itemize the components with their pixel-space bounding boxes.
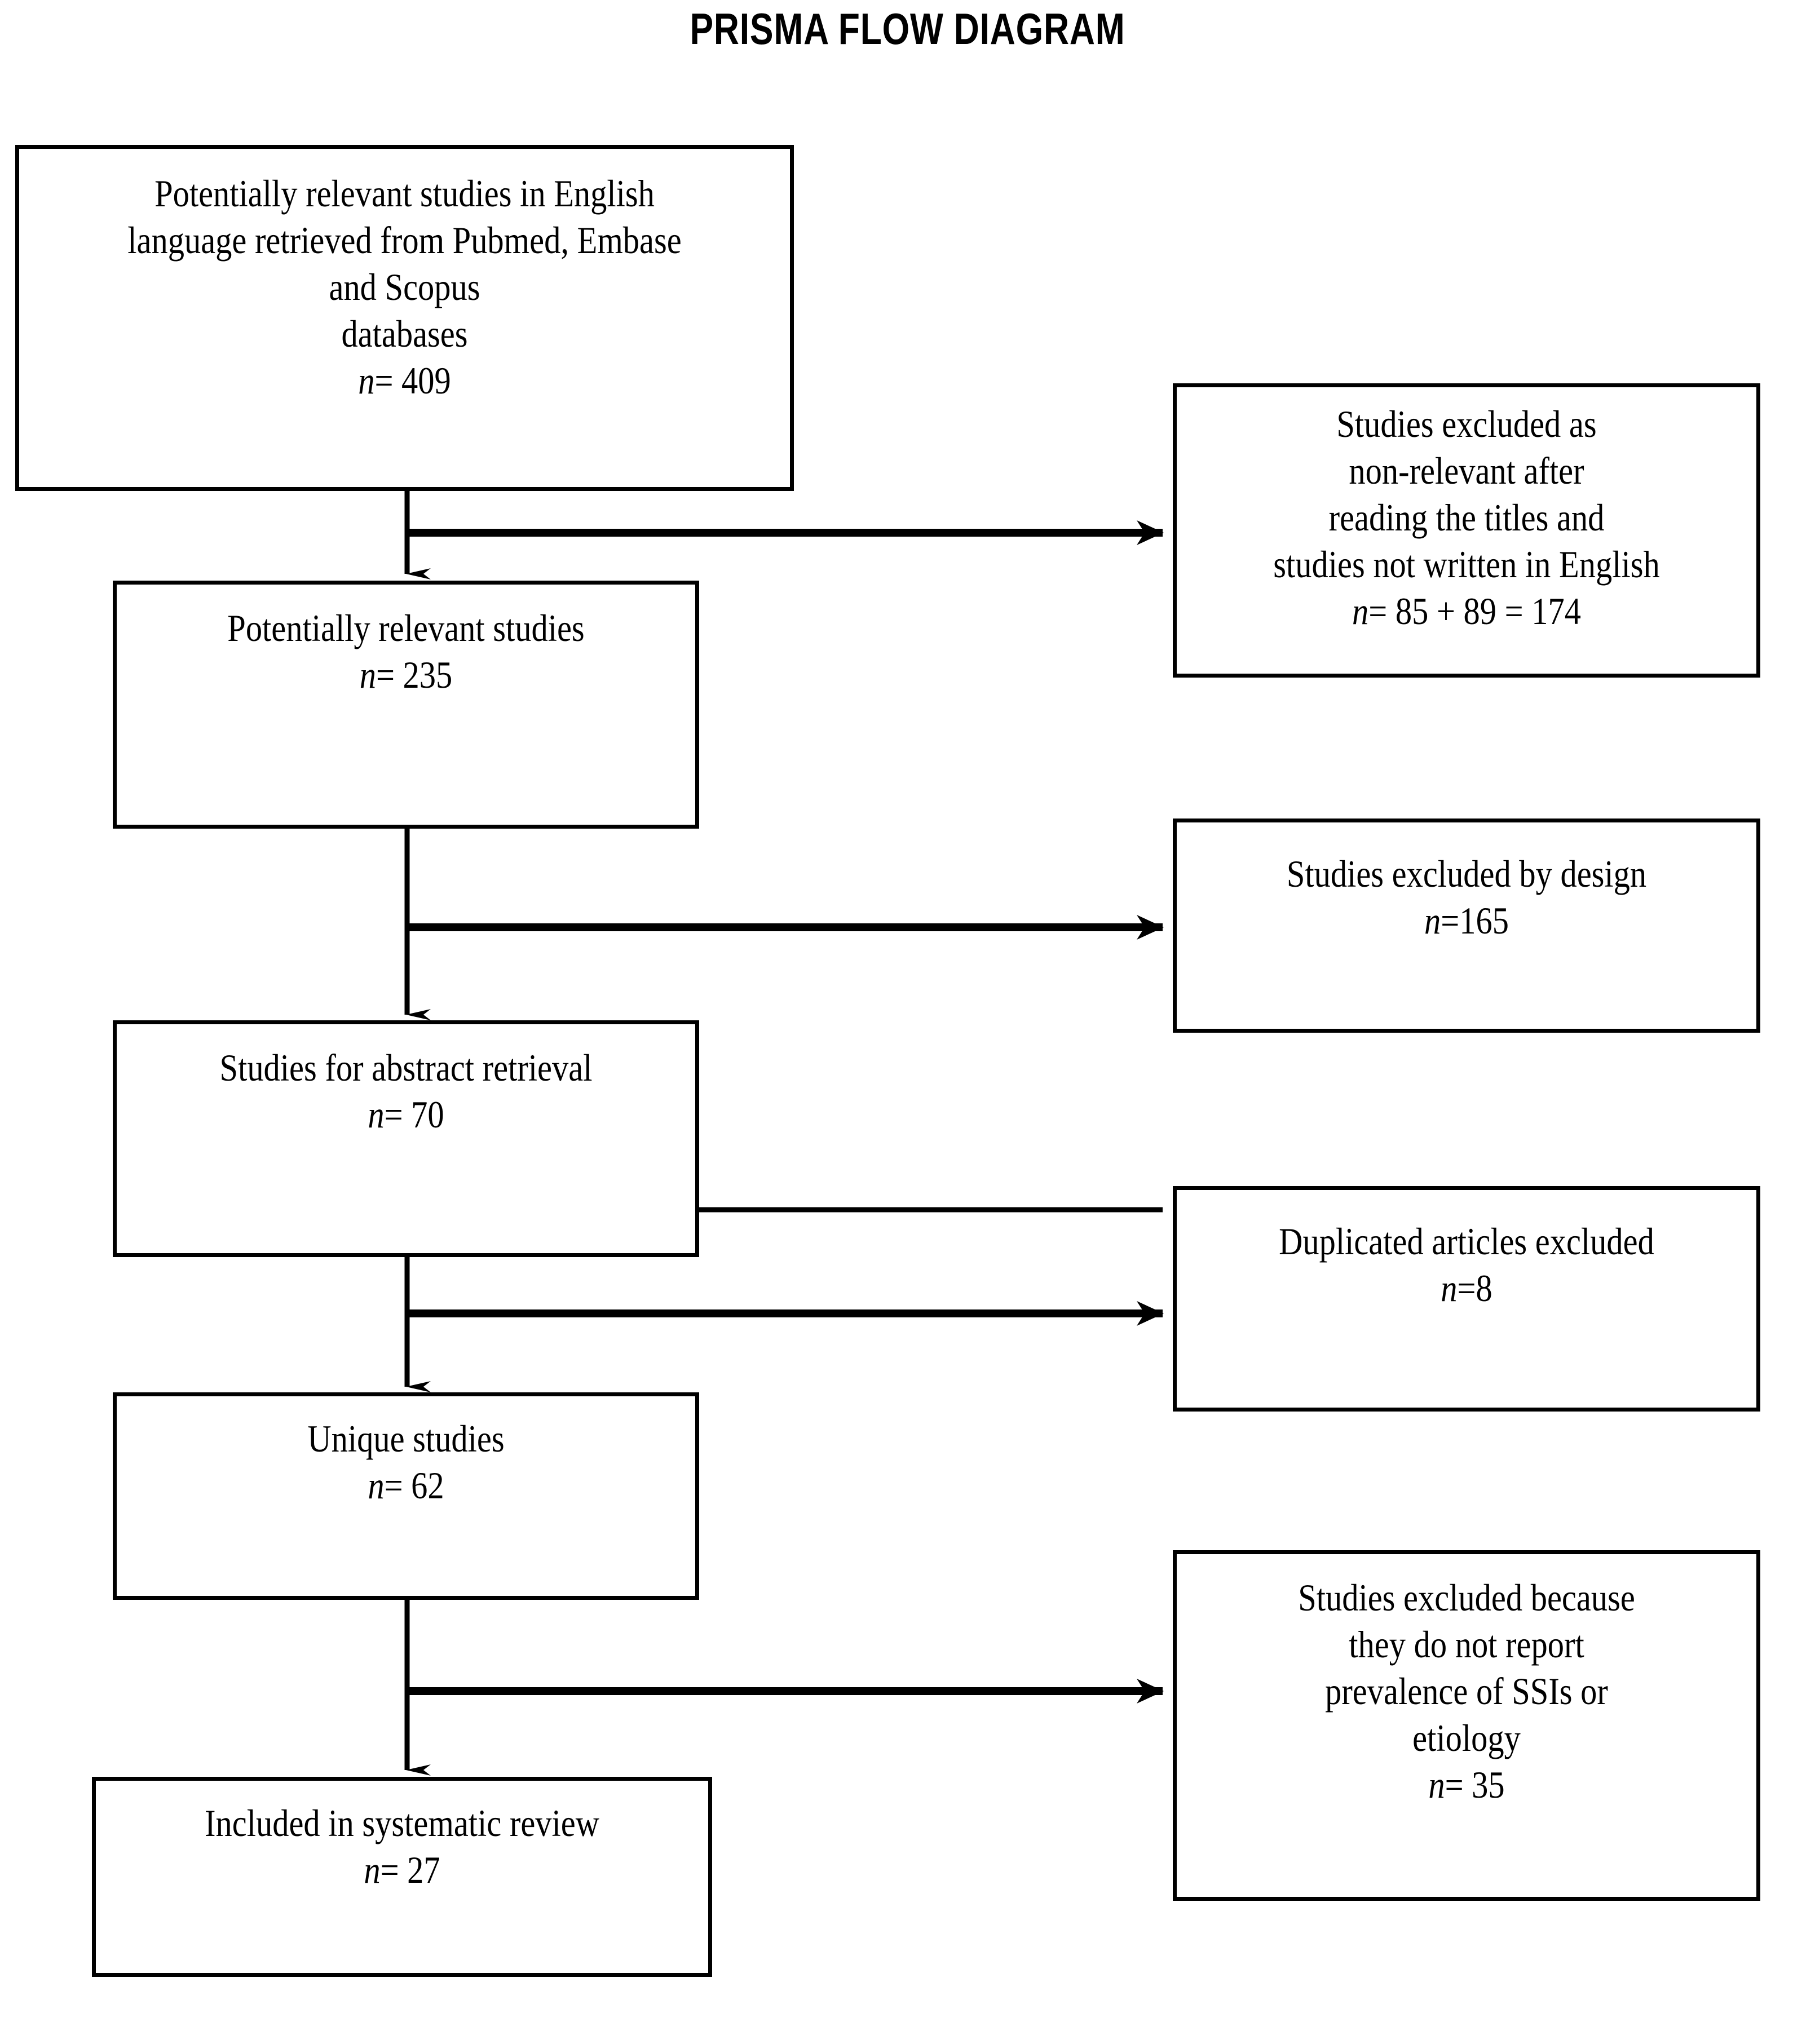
box-text-line: etiology [1412,1716,1521,1759]
count-symbol: n [368,1463,385,1507]
count-value: = 235 [376,653,453,696]
count-value: = 27 [380,1848,440,1891]
count-symbol: n [358,359,375,402]
box-excluded-no-prevalence: Studies excluded because they do not rep… [1173,1550,1760,1901]
box-abstract-retrieval-text: Studies for abstract retrieval n= 70 [157,1045,655,1138]
count-symbol: n [359,653,376,696]
box-text-line: non-relevant after [1349,449,1584,492]
box-count-line: n= 27 [144,1847,661,1893]
box-text-line: Unique studies [307,1417,505,1460]
box-text-line: reading the titles and [1328,495,1605,539]
count-value: = 35 [1445,1763,1505,1806]
box-excluded-duplicates: Duplicated articles excluded n=8 [1173,1186,1760,1412]
box-potentially-relevant-text: Potentially relevant studies n= 235 [157,605,655,698]
count-value: =8 [1457,1266,1492,1309]
box-excluded-by-design-text: Studies excluded by design n=165 [1217,851,1716,944]
box-excluded-by-design: Studies excluded by design n=165 [1173,819,1760,1033]
box-text-line: Studies for abstract retrieval [219,1046,593,1089]
box-excluded-non-relevant-text: Studies excluded as non-relevant after r… [1217,401,1716,635]
count-symbol: n [1428,1763,1445,1806]
box-text-line: Studies excluded by design [1286,852,1647,895]
box-text-line: they do not report [1349,1622,1584,1666]
connector-identification-to-relevant [404,491,1164,579]
box-count-line: n=8 [1222,1265,1711,1312]
box-count-line: n= 85 + 89 = 174 [1222,588,1711,635]
box-count-line: n= 409 [78,357,731,404]
box-count-line: n= 70 [162,1091,650,1138]
count-value: =165 [1441,899,1509,942]
box-identification: Potentially relevant studies in English … [15,145,794,491]
box-potentially-relevant: Potentially relevant studies n= 235 [113,581,699,829]
box-text-line: language retrieved from Pubmed, Embase [127,218,682,262]
box-count-line: n= 62 [162,1462,650,1509]
box-excluded-duplicates-text: Duplicated articles excluded n=8 [1217,1218,1716,1312]
box-text-line: Studies excluded as [1336,402,1597,445]
connector-unique-to-included [404,1600,1164,1776]
box-unique-studies: Unique studies n= 62 [113,1392,699,1600]
box-text-line: Studies excluded because [1298,1576,1635,1619]
box-identification-text: Potentially relevant studies in English … [73,170,736,404]
box-text-line: studies not written in English [1273,542,1660,586]
box-unique-studies-text: Unique studies n= 62 [157,1415,655,1509]
box-text-line: Included in systematic review [205,1802,599,1844]
box-text-line: Duplicated articles excluded [1279,1220,1654,1263]
count-value: = 409 [374,359,451,402]
count-symbol: n [368,1092,385,1136]
box-excluded-non-relevant: Studies excluded as non-relevant after r… [1173,383,1760,678]
box-text-line: and Scopus [329,265,480,308]
count-symbol: n [1441,1266,1458,1309]
count-value: = 70 [384,1092,444,1136]
count-value: = 62 [384,1463,444,1507]
box-included-text: Included in systematic review n= 27 [139,1800,665,1893]
connector-relevant-to-abstract [404,829,1164,1020]
box-text-line: Potentially relevant studies in English [154,172,655,215]
count-symbol: n [364,1848,381,1891]
box-abstract-retrieval: Studies for abstract retrieval n= 70 [113,1020,699,1257]
count-value: = 85 + 89 = 174 [1368,589,1581,632]
box-count-line: n=165 [1222,897,1711,944]
box-text-line: prevalence of SSIs or [1325,1669,1608,1713]
page-title: PRISMA FLOW DIAGRAM [690,4,1125,54]
count-symbol: n [1352,589,1369,632]
box-text-line: Potentially relevant studies [227,607,585,649]
box-count-line: n= 35 [1222,1762,1711,1808]
box-included: Included in systematic review n= 27 [92,1777,712,1977]
box-text-line: databases [341,312,468,355]
count-symbol: n [1424,899,1441,942]
box-excluded-no-prevalence-text: Studies excluded because they do not rep… [1217,1574,1716,1808]
box-count-line: n= 235 [162,652,650,698]
